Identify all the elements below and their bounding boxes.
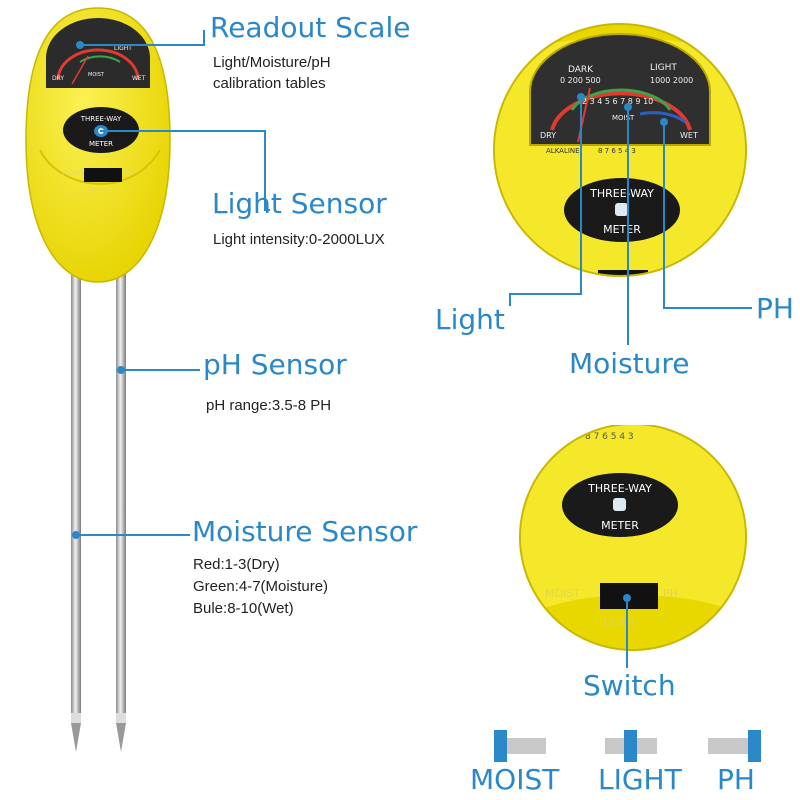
closeup-light-label: Light (435, 303, 505, 336)
closeup-top-badge-line2: METER (603, 223, 641, 236)
closeup-scale-lux-high: 1000 2000 (650, 76, 693, 85)
ph-sensor-desc-1: pH range:3.5-8 PH (206, 397, 332, 414)
closeup-scale-dry: DRY (540, 131, 556, 140)
light-sensor-title: Light Sensor (212, 187, 387, 220)
closeup-moisture-label: Moisture (569, 347, 690, 380)
moisture-sensor-title: Moisture Sensor (192, 515, 418, 548)
readout-scale-title: Readout Scale (210, 11, 411, 44)
switch-ph-text: PH (124, 169, 134, 177)
left-scale-moist: MOIST (88, 72, 105, 78)
switch-closeup: 8 7 6 5 4 3 THREE-WAY METER MOIST PH LIG… (519, 425, 747, 651)
switch-light-text: LIGHT (88, 186, 110, 194)
mode-switch: MOIST PH LIGHT (62, 168, 134, 194)
closeup-scale-moist: MOIST (612, 114, 635, 122)
readout-scale-desc-1: Light/Moisture/pH (213, 54, 331, 71)
mode-ph-switch (708, 730, 761, 762)
switch-moist-text: MOIST (62, 169, 85, 177)
badge-line2: METER (89, 140, 113, 148)
left-scale-wet: WET (132, 75, 146, 82)
mode-moist-switch (494, 730, 546, 762)
readout-scale-desc-2: calibration tables (213, 75, 326, 92)
moisture-sensor-desc-2: Green:4-7(Moisture) (193, 578, 329, 595)
switch-label: Switch (583, 669, 676, 702)
mode-moist-label: MOIST (470, 763, 560, 796)
ph-sensor-title: pH Sensor (203, 348, 347, 381)
closeup-scale-window: DARK LIGHT 0 200 500 1000 2000 2 3 4 5 6… (529, 33, 711, 155)
closeup-scale-wet: WET (680, 131, 698, 140)
mode-ph-label: PH (717, 763, 755, 796)
moisture-sensor-desc-1: Red:1-3(Dry) (193, 556, 280, 573)
closeup-scale-alkaline: ALKALINE (546, 147, 580, 155)
closeup-bottom-badge-line2: METER (601, 519, 639, 532)
moisture-sensor-desc-3: Bule:8-10(Wet) (193, 600, 294, 617)
switch-closeup-ph-ticks: 8 7 6 5 4 3 (585, 432, 634, 442)
scale-window: DRY WET LIGHT MOIST (46, 18, 150, 88)
closeup-bottom-badge: THREE-WAY METER (562, 473, 678, 537)
closeup-top-badge: THREE-WAY METER (564, 178, 680, 242)
probe-right (116, 258, 126, 752)
closeup-scale-numbers: 2 3 4 5 6 7 8 9 10 (582, 97, 653, 106)
closeup-switch-ph: PH (663, 587, 678, 600)
closeup-switch-moist: MOIST (545, 587, 580, 600)
light-sensor-desc-1: Light intensity:0-2000LUX (213, 231, 385, 248)
badge-line1: THREE-WAY (80, 115, 122, 123)
closeup-ph-label: PH (756, 292, 794, 325)
closeup-bottom-badge-line1: THREE-WAY (587, 482, 652, 495)
scale-closeup: DARK LIGHT 0 200 500 1000 2000 2 3 4 5 6… (493, 23, 747, 277)
closeup-scale-lux-low: 0 200 500 (560, 76, 601, 85)
left-scale-dry: DRY (52, 75, 64, 82)
meter-illustration: DRY WET LIGHT MOIST THREE-WAY METER MOIS… (25, 7, 171, 752)
closeup-top-badge-line1: THREE-WAY (589, 187, 654, 200)
closeup-scale-light: LIGHT (650, 63, 677, 73)
probe-left (71, 258, 81, 752)
closeup-scale-ph-ticks: 8 7 6 5 4 3 (598, 147, 636, 155)
closeup-scale-dark: DARK (568, 65, 594, 75)
left-scale-light: LIGHT (114, 45, 132, 52)
mode-light-switch (605, 730, 657, 762)
mode-light-label: LIGHT (598, 763, 682, 796)
